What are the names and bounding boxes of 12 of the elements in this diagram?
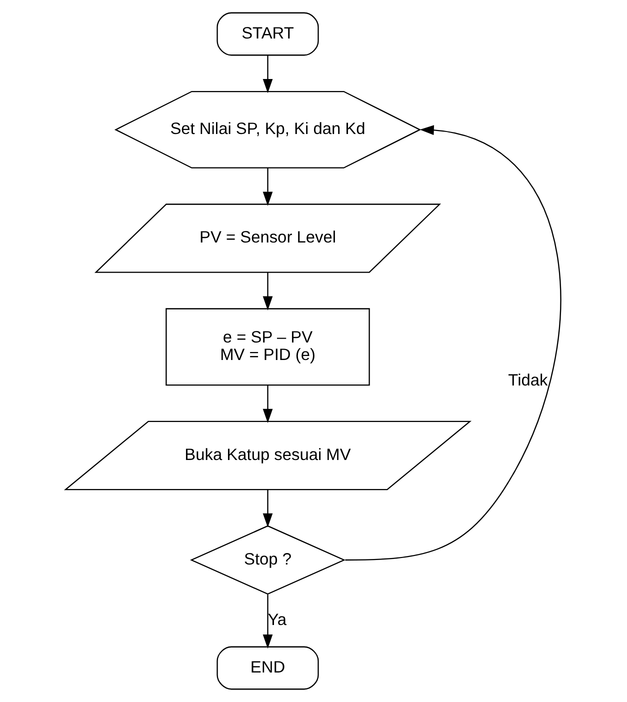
arrow (345, 125, 562, 561)
node-box: e = SP – PV MV = PID (e) (166, 308, 370, 386)
arrow (262, 272, 273, 310)
arrow (262, 55, 273, 94)
arrow (262, 490, 273, 528)
arrow (262, 168, 273, 206)
node-diamond: Stop ? (190, 525, 346, 595)
arrow (262, 385, 273, 424)
arrow (262, 594, 273, 649)
node-box: END (216, 646, 319, 690)
edge-label: Tidak (508, 372, 548, 390)
node-box: START (216, 12, 319, 56)
